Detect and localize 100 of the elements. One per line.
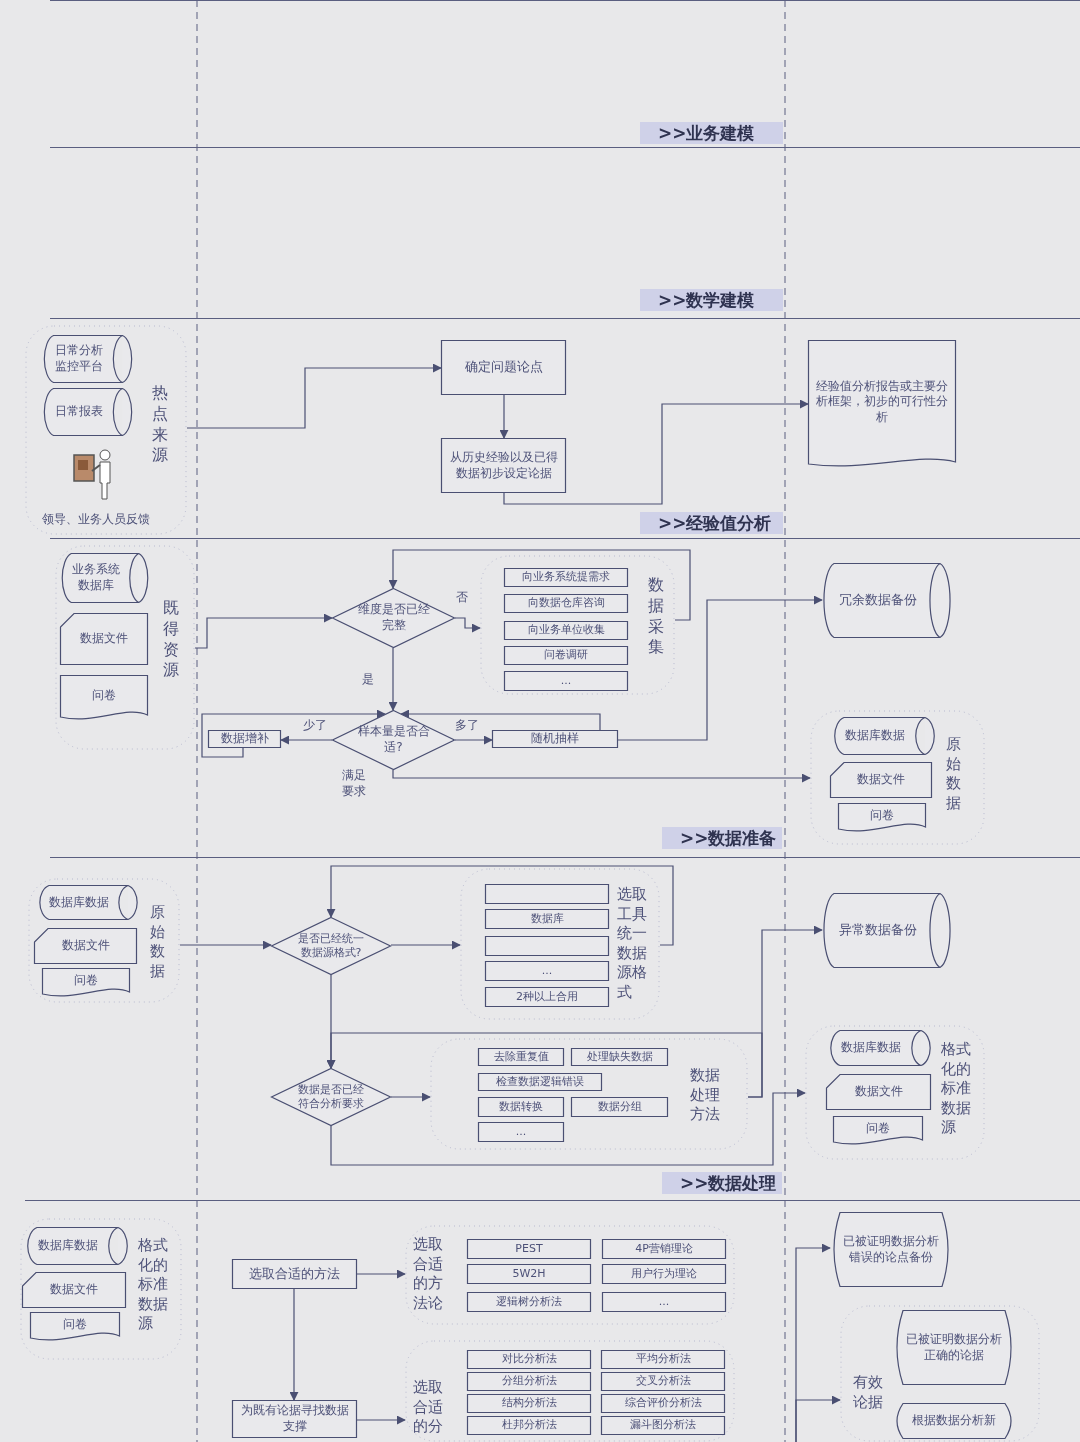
node-label: 冗余数据备份 <box>838 592 917 609</box>
arrow <box>289 1288 299 1401</box>
node-label: ... <box>541 963 553 979</box>
node-label: 分组分析法 <box>501 1374 557 1389</box>
node-label: 已被证明数据分析正确的论据 <box>905 1331 1003 1364</box>
edge-label: 是 <box>362 672 374 688</box>
arrow <box>326 1032 763 1098</box>
process-box <box>441 340 566 395</box>
arrow <box>179 940 272 950</box>
node-label: 问卷 <box>74 973 98 989</box>
decision-diamond <box>271 917 391 975</box>
node-label: 是否已经统一数据源格式? <box>297 931 365 961</box>
node-label: 结构分析法 <box>501 1396 557 1411</box>
node-label: 从历史经验以及已得数据初步设定论据 <box>448 449 559 482</box>
arrow <box>326 865 674 946</box>
file-card <box>34 928 137 964</box>
file-card <box>60 613 148 665</box>
edge-label: 少了 <box>303 718 327 734</box>
process-box <box>467 1416 591 1435</box>
node-label: 4P营销理论 <box>635 1241 693 1257</box>
document-shape <box>30 1312 120 1344</box>
node-label: 业务系统数据库 <box>71 562 122 594</box>
section-tag: >>数据准备 <box>662 827 782 849</box>
document-shape <box>42 968 130 1000</box>
node-label: 数据库数据 <box>38 1238 98 1254</box>
process-box <box>485 884 609 904</box>
node-label: 数据文件 <box>857 772 905 788</box>
node-label: 为既有论据寻找数据支撑 <box>239 1403 350 1435</box>
process-box <box>232 1259 357 1289</box>
node-label: 平均分析法 <box>635 1352 691 1367</box>
node-label: 数据文件 <box>50 1282 98 1298</box>
node-label: 去除重复值 <box>493 1049 549 1065</box>
node-label: 5W2H <box>512 1266 546 1282</box>
node-label: 选取合适的方法 <box>249 1265 340 1283</box>
node-label: 向业务系统提需求 <box>522 570 610 585</box>
process-box <box>467 1264 591 1284</box>
node-label: 根据数据分析新 <box>912 1413 996 1429</box>
document-shape <box>833 1116 923 1148</box>
node-label: 数据库数据 <box>841 1040 901 1056</box>
node-label: 用户行为理论 <box>631 1266 697 1282</box>
database-cylinder <box>822 893 952 968</box>
process-box <box>601 1350 725 1369</box>
process-box <box>571 1097 668 1117</box>
process-box <box>602 1239 726 1259</box>
node-label: 领导、业务人员反馈 <box>40 511 151 528</box>
process-box <box>467 1372 591 1391</box>
node-label: 样本量是否合适? <box>356 724 431 756</box>
node-label: ... <box>560 673 572 689</box>
decision-diamond <box>332 710 455 770</box>
group-label: 原始数据 <box>946 735 961 813</box>
process-box <box>485 936 609 956</box>
process-box <box>602 1264 726 1284</box>
arrow <box>499 394 509 439</box>
node-label: 问卷 <box>92 688 116 704</box>
node-label: 综合评价分析法 <box>624 1396 702 1411</box>
process-box <box>478 1097 564 1117</box>
database-cylinder <box>37 885 140 920</box>
arrow <box>400 709 601 731</box>
database-cylinder <box>25 1227 130 1265</box>
arrow <box>503 399 809 505</box>
arrow <box>617 595 823 741</box>
node-label: 检查数据逻辑错误 <box>496 1074 584 1090</box>
process-box <box>504 594 628 613</box>
arrow <box>194 613 333 649</box>
edge-label: 多了 <box>455 718 479 734</box>
stored-data-shape <box>893 1403 1015 1439</box>
node-label: ... <box>658 1294 670 1310</box>
stored-data-shape <box>893 1310 1015 1385</box>
process-box <box>485 961 609 981</box>
arrow <box>454 617 481 633</box>
node-label: 向业务单位收集 <box>527 623 605 638</box>
node-label: 2种以上合用 <box>516 989 578 1005</box>
arrow <box>390 940 461 950</box>
group-label: 数据采集 <box>648 575 664 659</box>
section-tag: >>经验值分析 <box>640 512 783 534</box>
process-box <box>571 1048 668 1066</box>
arrow <box>392 769 811 783</box>
section-tag: >>业务建模 <box>640 122 783 144</box>
node-label: 交叉分析法 <box>635 1374 691 1389</box>
decision-diamond <box>271 1068 391 1126</box>
node-label: 问卷 <box>866 1121 890 1137</box>
file-card <box>826 1074 931 1110</box>
document-shape <box>60 675 148 723</box>
process-box <box>208 730 281 748</box>
arrow <box>186 363 442 429</box>
group-label: 既得资源 <box>163 598 179 682</box>
node-label: 数据库 <box>530 911 564 927</box>
dotted-group <box>810 710 985 845</box>
process-box <box>478 1073 602 1091</box>
arrow <box>390 1092 431 1102</box>
arrow <box>330 1088 806 1166</box>
dotted-group <box>405 1225 735 1325</box>
arrow <box>356 1269 406 1279</box>
group-label: 格式化的标准数据源 <box>941 1040 971 1138</box>
node-label: 对比分析法 <box>501 1352 557 1367</box>
node-label: 问卷调研 <box>544 648 588 663</box>
process-box <box>467 1239 591 1259</box>
process-box <box>601 1416 725 1435</box>
process-box <box>467 1394 591 1413</box>
node-label: 确定问题论点 <box>464 359 543 376</box>
